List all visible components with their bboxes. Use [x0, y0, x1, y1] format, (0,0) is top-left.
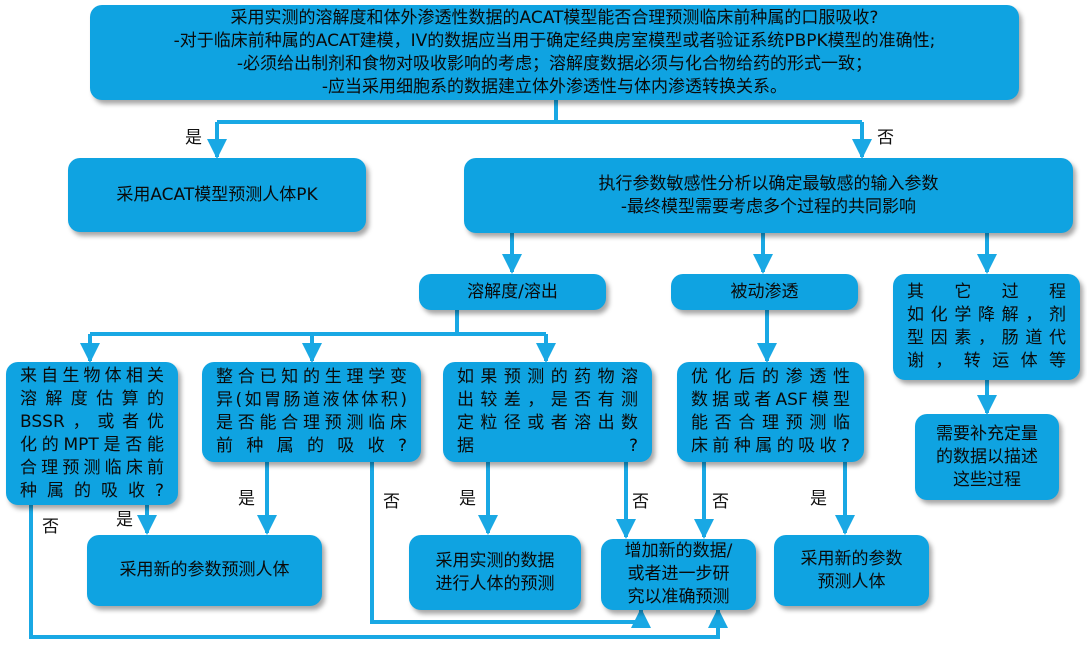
- box-text-line: 合理预测临床前: [20, 457, 164, 478]
- use-new-params-box-1: 采用新的参数预测人体: [87, 535, 322, 606]
- box-text-line: 整合已知的生理学变: [216, 367, 407, 387]
- box-text-line: 数据或者ASF模型: [691, 390, 850, 410]
- no-label-physiology: 否: [383, 492, 400, 512]
- no-label-poor: 否: [632, 492, 649, 512]
- box-text-line: 采用实测的溶解度和体外渗透性数据的ACAT模型能否合理预测临床前种属的口服吸收?: [230, 7, 879, 28]
- more-research-box: 增加新的数据/或者进一步研究以准确预测: [601, 539, 756, 610]
- box-text-line: 化的MPT是否能: [20, 434, 164, 455]
- box-text-line: 是否能合理预测临床: [216, 413, 407, 433]
- box-text-line: 进行人体的预测: [435, 573, 555, 594]
- no-label-top: 否: [877, 128, 894, 148]
- box-text-line: 据?: [457, 436, 638, 456]
- use-acat-box: 采用ACAT模型预测人体PK: [68, 158, 366, 232]
- box-text-line: -应当采用细胞系的数据建立体外渗透性与体内渗透转换关系。: [321, 76, 788, 97]
- yes-label-perm: 是: [810, 489, 827, 509]
- box-text-line: 前种属的吸收?: [216, 436, 407, 456]
- box-text-line: 异(如胃肠道液体体积): [216, 390, 407, 410]
- yes-label-physiology: 是: [238, 489, 255, 509]
- passive-permeation-box: 被动渗透: [671, 274, 858, 310]
- box-text-line: -最终模型需要考虑多个过程的共同影响: [620, 196, 917, 217]
- yes-label-top: 是: [185, 128, 202, 148]
- box-text-line: 定粒径或者溶出数: [457, 413, 638, 433]
- box-text-line: 其它过程: [907, 282, 1066, 302]
- box-text-line: 溶解度/溶出: [467, 281, 558, 302]
- arrow-physiology-no-loop: [370, 462, 651, 628]
- need-more-data-box: 需要补充定量的数据以描述这些过程: [915, 414, 1059, 500]
- dissolution-box: 溶解度/溶出: [419, 274, 606, 310]
- box-text-line: 采用实测的数据: [435, 550, 555, 571]
- box-text-line: 如果预测的药物溶: [457, 367, 638, 387]
- use-measured-data-box: 采用实测的数据进行人体的预测: [409, 535, 581, 610]
- box-text-line: 出较差，是否有测: [457, 390, 638, 410]
- yes-label-poor: 是: [459, 489, 476, 509]
- physiology-question-box: 整合已知的生理学变异(如胃肠道液体体积) 是否能合理预测临床前种属的吸收?: [202, 362, 421, 462]
- box-text-line: 或者进一步研: [627, 564, 730, 584]
- box-text-line: 增加新的数据/: [624, 541, 733, 561]
- yes-label-bssr: 是: [116, 510, 133, 530]
- optimized-permeability-question-box: 优化后的渗透性数据或者ASF模型能否合理预测临床前种属的吸收?: [677, 362, 864, 462]
- box-text-line: -必须给出制剂和食物对吸收影响的考虑；溶解度数据必须与化合物给药的形式一致；: [236, 53, 873, 74]
- box-text-line: 溶解度估算的: [20, 388, 164, 409]
- box-text-line: 采用ACAT模型预测人体PK: [116, 184, 318, 205]
- no-label-perm: 否: [712, 492, 729, 512]
- box-text-line: 型因素，肠道代: [907, 328, 1066, 348]
- use-new-params-box-2: 采用新的参数预测人体: [774, 535, 929, 606]
- box-text-line: 被动渗透: [730, 281, 799, 302]
- other-process-box: 其它过程如化学降解，剂型因素，肠道代谢，转运体等: [893, 274, 1080, 380]
- box-text-line: -对于临床前种属的ACAT建模，IV的数据应当用于确定经典房室模型或者验证系统P…: [173, 30, 936, 51]
- question-box: 采用实测的溶解度和体外渗透性数据的ACAT模型能否合理预测临床前种属的口服吸收?…: [90, 5, 1019, 100]
- box-text-line: 需要补充定量: [936, 423, 1038, 444]
- box-text-line: 这些过程: [953, 469, 1021, 490]
- arrow-bssr-no-loop: [29, 505, 728, 639]
- sensitivity-box: 执行参数敏感性分析以确定最敏感的输入参数-最终模型需要考虑多个过程的共同影响: [464, 158, 1073, 233]
- box-text-line: 如化学降解，剂: [907, 305, 1066, 325]
- box-text-line: 的数据以描述: [936, 446, 1038, 467]
- box-text-line: 采用新的参数: [800, 548, 903, 569]
- poor-prediction-question-box: 如果预测的药物溶出较差，是否有测定粒径或者溶出数据?: [443, 362, 652, 462]
- box-text-line: 来自生物体相关: [20, 365, 164, 386]
- box-text-line: 究以准确预测: [627, 587, 730, 607]
- box-text-line: 执行参数敏感性分析以确定最敏感的输入参数: [598, 173, 939, 194]
- box-text-line: 采用新的参数预测人体: [119, 560, 290, 580]
- box-text-line: 谢，转运体等: [907, 351, 1066, 371]
- no-label-bssr: 否: [42, 517, 59, 537]
- box-text-line: 优化后的渗透性: [691, 367, 850, 387]
- box-text-line: 床前种属的吸收?: [691, 436, 850, 456]
- box-text-line: BSSR，或者优: [20, 411, 164, 432]
- box-text-line: 能否合理预测临: [691, 413, 850, 433]
- box-text-line: 种属的吸收?: [20, 480, 164, 501]
- box-text-line: 预测人体: [817, 571, 886, 592]
